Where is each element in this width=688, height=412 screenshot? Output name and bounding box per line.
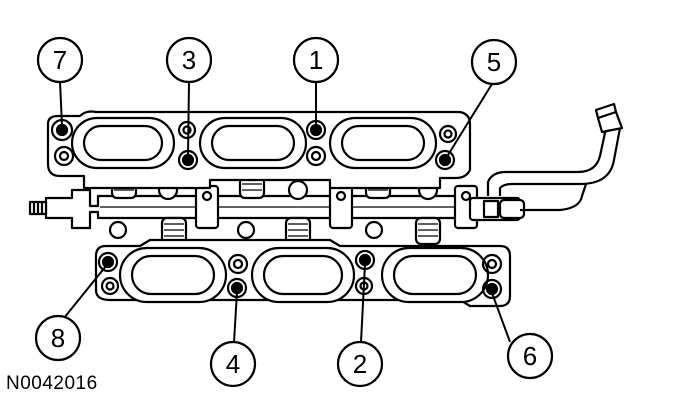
callout-3: 3 [165,36,213,84]
callout-5: 5 [470,38,518,86]
leader-lines [59,81,511,343]
upper-manifold-bank [46,110,472,190]
callout-4: 4 [209,340,257,388]
callout-label: 7 [53,45,67,75]
callout-label: 8 [51,323,65,353]
callout-1: 1 [292,36,340,84]
callout-7: 7 [36,36,84,84]
callout-label: 2 [353,349,367,379]
lower-manifold-bank [94,238,512,308]
callout-6: 6 [506,332,554,380]
callout-label: 3 [182,45,196,75]
lower-injectors [108,216,442,246]
callout-label: 4 [226,349,240,379]
figure-id: N0042016 [6,373,98,394]
callout-label: 1 [309,45,323,75]
callout-8: 8 [34,314,82,362]
callout-2: 2 [336,340,384,388]
callout-label: 5 [487,47,501,77]
callout-label: 6 [523,341,537,371]
